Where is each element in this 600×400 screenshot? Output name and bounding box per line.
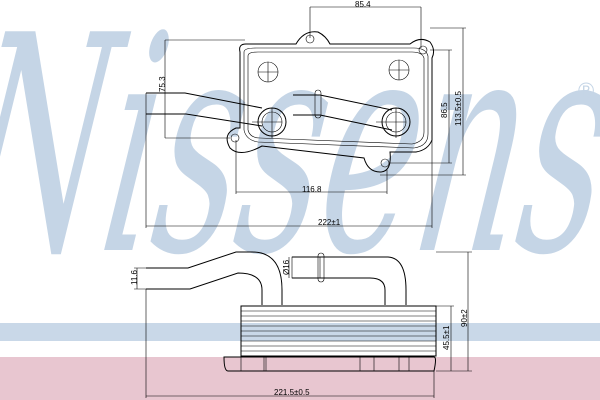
dim-45-5: 45.5±1 [442, 325, 451, 350]
dim-222: 222±1 [318, 218, 341, 227]
side-view [134, 251, 472, 398]
dim-86-5: 86.5 [440, 102, 449, 118]
dim-diameter-16: Ø16 [282, 259, 291, 275]
watermark-brand: Nissens [0, 0, 600, 322]
top-view [145, 6, 466, 228]
dim-75-3: 75.3 [158, 76, 167, 92]
dim-221-5: 221.5±0.5 [274, 388, 310, 397]
dim-11-6: 11.6 [130, 269, 139, 285]
blue-band [0, 323, 600, 341]
dim-90: 90±2 [460, 309, 469, 327]
registered-mark: ® [578, 78, 594, 103]
dim-85-4: 85.4 [355, 0, 371, 9]
pink-band [0, 357, 600, 400]
dim-113-5: 113.5±0.5 [454, 91, 463, 126]
dim-116-8: 116.8 [302, 185, 322, 194]
nissens-watermark-logo: Nissens ® [0, 0, 600, 322]
